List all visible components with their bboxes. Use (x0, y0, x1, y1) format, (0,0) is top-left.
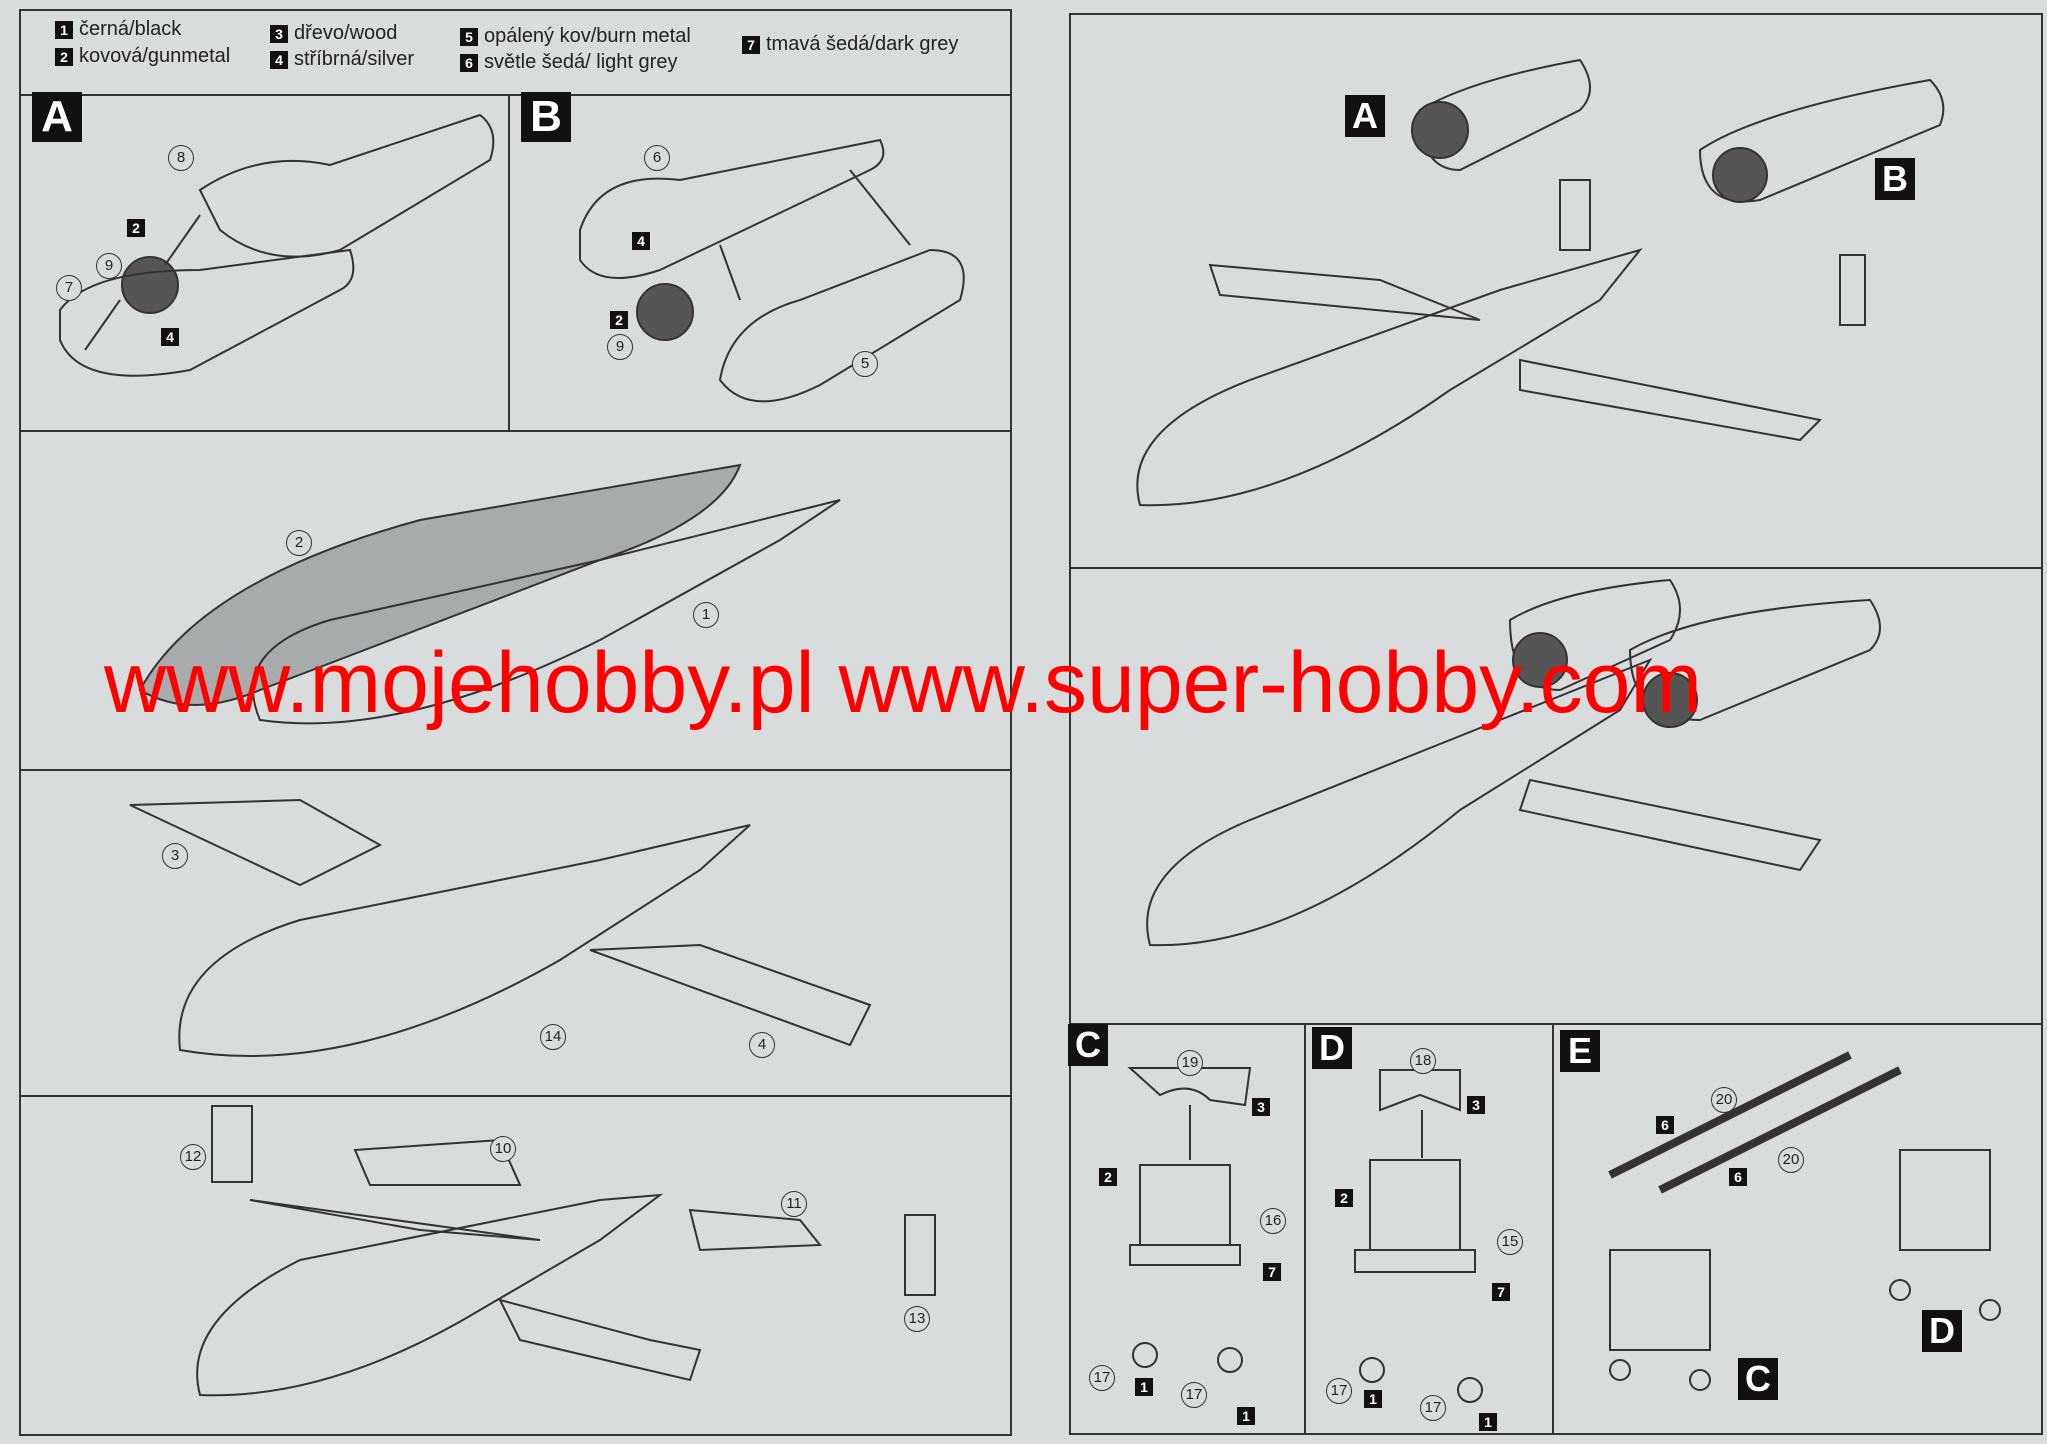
engine-assembly-a (59, 113, 495, 377)
part-2: 2 (286, 530, 312, 556)
part-20: 20 (1778, 1147, 1804, 1173)
part-6: 6 (644, 145, 670, 171)
step-label-d: D (1312, 1027, 1352, 1069)
legend-label: světle šedá/ light grey (484, 51, 678, 73)
part-4: 4 (749, 1032, 775, 1058)
legend-label: černá/black (79, 18, 182, 40)
trolley-assembly-e (1608, 1051, 2001, 1391)
color-code-1: 1 (1135, 1378, 1153, 1396)
step-label-c: C (1068, 1024, 1108, 1066)
assembled-missile-bottom (1146, 578, 1881, 947)
color-code-6: 6 (1729, 1168, 1747, 1186)
legend-item-1: 1 černá/black (55, 18, 181, 41)
step-label-e: E (1560, 1030, 1600, 1072)
legend-item-2: 2 kovová/gunmetal (55, 45, 230, 68)
color-code: 2 (55, 47, 73, 66)
color-code-1: 1 (1237, 1407, 1255, 1425)
stand-d-ref: D (1922, 1310, 1962, 1352)
legend-item-4: 4 stříbrná/silver (270, 48, 414, 71)
step-label-b: B (521, 92, 571, 142)
part-18: 18 (1410, 1048, 1436, 1074)
color-code-2: 2 (610, 311, 628, 329)
color-code: 6 (460, 53, 478, 72)
engine-assembly-b (579, 138, 965, 403)
color-code-3: 3 (1467, 1096, 1485, 1114)
legend-label: dřevo/wood (294, 22, 398, 44)
legend-item-6: 6 světle šedá/ light grey (460, 51, 677, 74)
part-3: 3 (162, 843, 188, 869)
stand-c-ref: C (1738, 1358, 1778, 1400)
fuselage-wings-step (129, 798, 872, 1057)
step-label-b-ref: B (1875, 158, 1915, 200)
color-code-6: 6 (1656, 1116, 1674, 1134)
part-9: 9 (96, 253, 122, 279)
legend-label: tmavá šedá/dark grey (766, 33, 959, 55)
color-code-1: 1 (1479, 1413, 1497, 1431)
trolley-stand-c (1127, 1067, 1252, 1373)
color-code-7: 7 (1263, 1263, 1281, 1281)
legend-label: stříbrná/silver (294, 48, 415, 70)
part-12: 12 (180, 1144, 206, 1170)
legend-item-3: 3 dřevo/wood (270, 22, 397, 45)
legend-item-7: 7 tmavá šedá/dark grey (742, 33, 958, 56)
color-code-2: 2 (1335, 1189, 1353, 1207)
part-17: 17 (1181, 1382, 1207, 1408)
part-17: 17 (1326, 1378, 1352, 1404)
watermark: www.mojehobby.pl www.super-hobby.com (104, 635, 1703, 731)
color-code-7: 7 (1492, 1283, 1510, 1301)
trolley-stand-d (1354, 1069, 1483, 1403)
legend-label: kovová/gunmetal (79, 45, 231, 67)
step-label-a: A (32, 92, 82, 142)
color-code: 3 (270, 24, 288, 43)
legend-item-5: 5 opálený kov/burn metal (460, 25, 691, 48)
assembled-missile-top (1136, 58, 1945, 507)
color-code-2: 2 (127, 219, 145, 237)
fuselage-tail-step (196, 1105, 936, 1397)
color-code: 5 (460, 27, 478, 46)
color-code-3: 3 (1252, 1098, 1270, 1116)
color-code: 7 (742, 35, 760, 54)
color-code-4: 4 (161, 328, 179, 346)
color-code: 1 (55, 20, 73, 39)
part-10: 10 (490, 1136, 516, 1162)
part-8: 8 (168, 145, 194, 171)
part-19: 19 (1177, 1050, 1203, 1076)
color-code-1: 1 (1364, 1390, 1382, 1408)
part-17: 17 (1089, 1365, 1115, 1391)
color-code: 4 (270, 50, 288, 69)
right-page-frame (1069, 13, 2043, 1435)
part-7: 7 (56, 275, 82, 301)
part-15: 15 (1497, 1229, 1523, 1255)
left-page-frame (19, 9, 1012, 1436)
part-5: 5 (852, 351, 878, 377)
step-label-a-ref: A (1345, 95, 1385, 137)
color-code-4: 4 (632, 232, 650, 250)
color-code-2: 2 (1099, 1168, 1117, 1186)
part-20: 20 (1711, 1087, 1737, 1113)
part-1: 1 (693, 602, 719, 628)
fuselage-halves (138, 463, 841, 725)
part-14: 14 (540, 1024, 566, 1050)
part-17: 17 (1420, 1395, 1446, 1421)
part-9: 9 (607, 334, 633, 360)
part-16: 16 (1260, 1208, 1286, 1234)
legend-label: opálený kov/burn metal (484, 25, 691, 47)
part-11: 11 (781, 1191, 807, 1217)
part-13: 13 (904, 1306, 930, 1332)
